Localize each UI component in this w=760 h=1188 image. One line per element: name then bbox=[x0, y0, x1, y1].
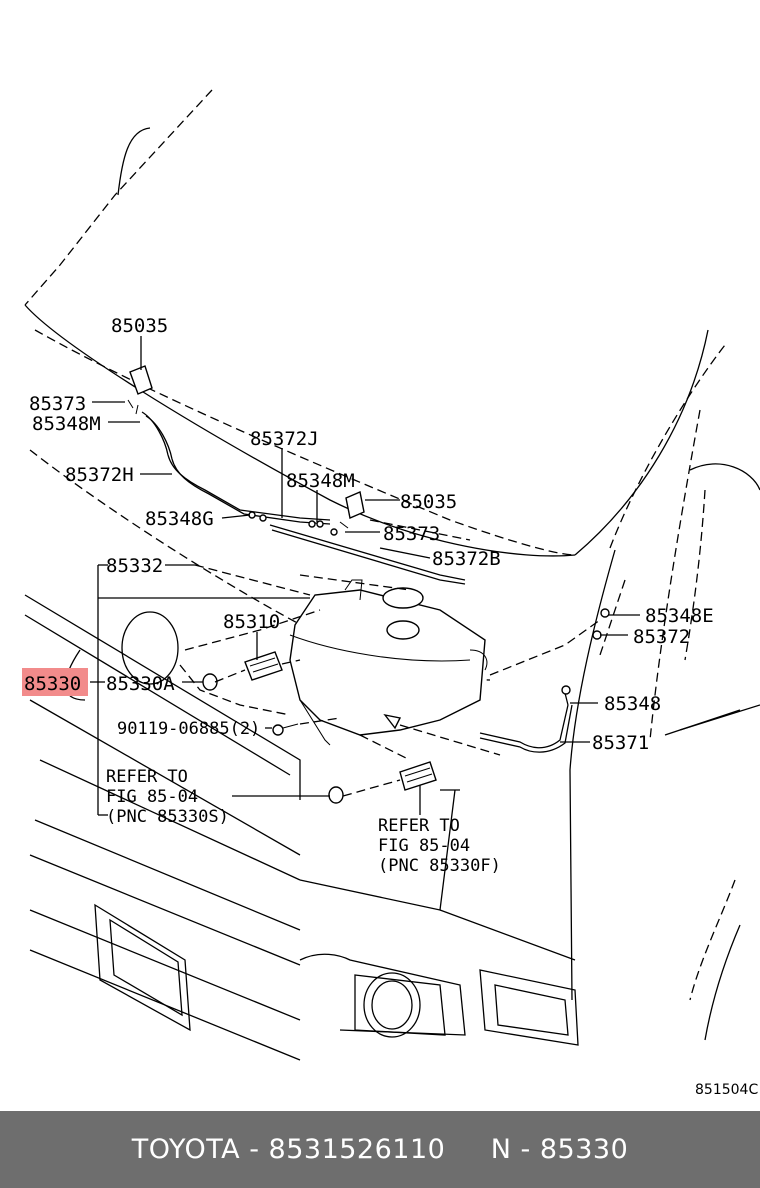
footer-part-number: 8531526110 bbox=[268, 1134, 446, 1165]
washer-pump-icon bbox=[202, 651, 283, 691]
refer-right-line-1: REFER TO bbox=[378, 816, 460, 836]
footer-text: TOYOTA - 8531526110 N - 85330 bbox=[132, 1134, 629, 1165]
washer-tank bbox=[289, 579, 488, 746]
assembly-lines bbox=[179, 564, 501, 797]
label-85373-b: 85373 bbox=[383, 523, 440, 545]
parts-diagram: 85035 85373 85348M 85372H 85372J 85348M … bbox=[22, 89, 760, 1098]
diagram-code: 851504C bbox=[695, 1082, 758, 1098]
highlighted-part-label: 85330 bbox=[22, 668, 88, 696]
label-85372j: 85372J bbox=[250, 428, 319, 450]
label-85373-a: 85373 bbox=[29, 393, 86, 415]
label-85348m-a: 85348M bbox=[32, 413, 101, 435]
label-85372b: 85372B bbox=[432, 548, 501, 570]
washer-nozzle-right-icon bbox=[339, 491, 365, 529]
label-85035-b: 85035 bbox=[400, 491, 457, 513]
footer-pnc-prefix: N bbox=[490, 1134, 512, 1165]
label-85348e: 85348E bbox=[645, 605, 714, 627]
label-85330: 85330 bbox=[24, 673, 81, 695]
label-85035-a: 85035 bbox=[111, 315, 168, 337]
refer-left-line-2: FIG 85-04 bbox=[106, 787, 198, 807]
label-85310: 85310 bbox=[223, 611, 280, 633]
label-85330a: 85330A bbox=[106, 673, 175, 695]
footer-sep-2: - bbox=[511, 1134, 540, 1165]
footer-brand: TOYOTA bbox=[131, 1134, 241, 1165]
leader-lines bbox=[90, 336, 640, 816]
footer-bar: TOYOTA - 8531526110 N - 85330 bbox=[0, 1111, 760, 1188]
label-85332: 85332 bbox=[106, 555, 163, 577]
washer-nozzle-left-icon bbox=[127, 365, 153, 415]
highlight-box bbox=[22, 668, 88, 696]
part-labels: 85035 85373 85348M 85372H 85372J 85348M … bbox=[22, 315, 758, 1098]
label-85372: 85372 bbox=[633, 626, 690, 648]
label-85348g: 85348G bbox=[145, 508, 214, 530]
footer-pnc: 85330 bbox=[539, 1134, 629, 1165]
refer-right-line-2: FIG 85-04 bbox=[378, 836, 470, 856]
footer-sep-1: - bbox=[240, 1134, 269, 1165]
label-85371: 85371 bbox=[592, 732, 649, 754]
fog-lamp-icon bbox=[354, 972, 446, 1038]
washer-hoses bbox=[141, 411, 610, 753]
refer-left-line-1: REFER TO bbox=[106, 767, 188, 787]
filler-cap-icon bbox=[382, 587, 424, 640]
refer-right-line-3: (PNC 85330F) bbox=[378, 856, 501, 876]
washer-pump-lower-icon bbox=[328, 761, 437, 804]
label-85372h: 85372H bbox=[65, 464, 134, 486]
bolt-icon bbox=[272, 723, 299, 736]
label-85348: 85348 bbox=[604, 693, 661, 715]
label-90119-06885: 90119-06885(2) bbox=[117, 719, 260, 739]
label-85348m-b: 85348M bbox=[286, 470, 355, 492]
refer-left-line-3: (PNC 85330S) bbox=[106, 807, 229, 827]
